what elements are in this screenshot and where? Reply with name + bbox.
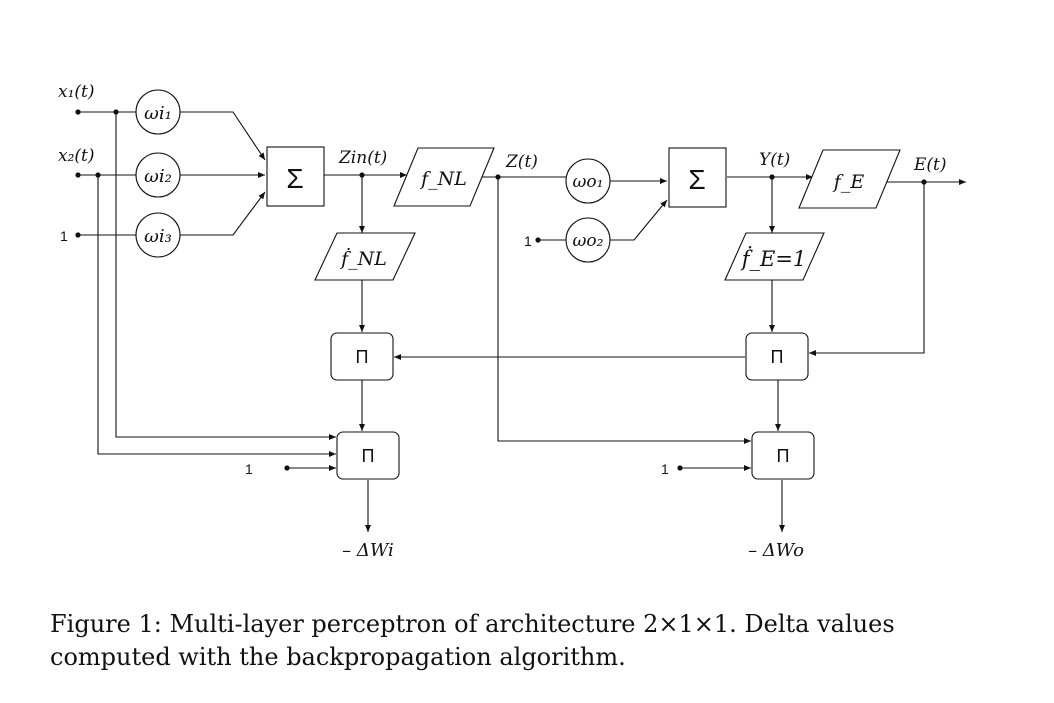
junction-dots <box>75 109 927 471</box>
bias-one-label-lower-left: 1 <box>245 461 253 477</box>
sum-node-output: Σ <box>668 147 727 208</box>
derivative-f-nl-label: ḟ_NL <box>339 247 387 270</box>
weight-wi2-label: ωi₂ <box>144 166 172 187</box>
product-symbol-upper-right: Π <box>771 347 784 367</box>
weight-wi3-label: ωi₃ <box>144 226 172 247</box>
activation-f-nl-label: f_NL <box>419 168 467 190</box>
product-node-upper-left: Π <box>330 332 394 381</box>
sum-node-hidden: Σ <box>266 146 325 207</box>
derivative-f-e: ḟ_E=1 <box>724 232 825 281</box>
weight-wi1-node: ωi₁ <box>135 89 181 135</box>
delta-wi-label: – ΔWi <box>342 540 394 561</box>
weight-wo1-node: ωo₁ <box>565 158 611 204</box>
weight-wo1-label: ωo₁ <box>573 172 604 192</box>
product-symbol-lower-left: Π <box>362 446 375 466</box>
product-node-lower-left: Π <box>336 431 400 480</box>
bias-one-label-lower-right: 1 <box>661 461 669 477</box>
product-node-upper-right: Π <box>745 332 809 381</box>
weight-wi1-label: ωi₁ <box>144 103 172 124</box>
activation-f-e-label: f_E <box>832 171 865 193</box>
weight-wi3-node: ωi₃ <box>135 212 181 258</box>
product-symbol-upper-left: Π <box>356 347 369 367</box>
input-x1-label: x₁(t) <box>58 82 95 102</box>
bias-one-label-output: 1 <box>524 233 532 249</box>
activation-f-nl: f_NL <box>393 147 495 207</box>
input-bias-label: 1 <box>60 228 68 244</box>
product-symbol-lower-right: Π <box>777 446 790 466</box>
signal-e-label: E(t) <box>913 155 947 175</box>
input-x2-label: x₂(t) <box>58 146 95 166</box>
mlp-backprop-diagram: x₁(t) x₂(t) 1 ωi₁ ωi₂ ωi₃ Σ Zin(t) f_NL … <box>58 82 966 561</box>
signal-z-label: Z(t) <box>505 152 538 172</box>
sum-symbol-hidden: Σ <box>286 163 303 194</box>
weight-wi2-node: ωi₂ <box>135 152 181 198</box>
derivative-f-e-label: ḟ_E=1 <box>740 246 807 271</box>
signal-zin-label: Zin(t) <box>338 148 387 168</box>
weight-wo2-label: ωo₂ <box>573 231 604 251</box>
activation-f-e: f_E <box>798 149 901 209</box>
derivative-f-nl: ḟ_NL <box>314 232 416 281</box>
signal-y-label: Y(t) <box>759 150 790 170</box>
figure-caption: Figure 1: Multi-layer perceptron of arch… <box>50 610 895 671</box>
product-node-lower-right: Π <box>751 431 815 480</box>
sum-symbol-output: Σ <box>688 164 705 195</box>
weight-wo2-node: ωo₂ <box>565 217 611 263</box>
delta-wo-label: – ΔWo <box>748 540 804 561</box>
